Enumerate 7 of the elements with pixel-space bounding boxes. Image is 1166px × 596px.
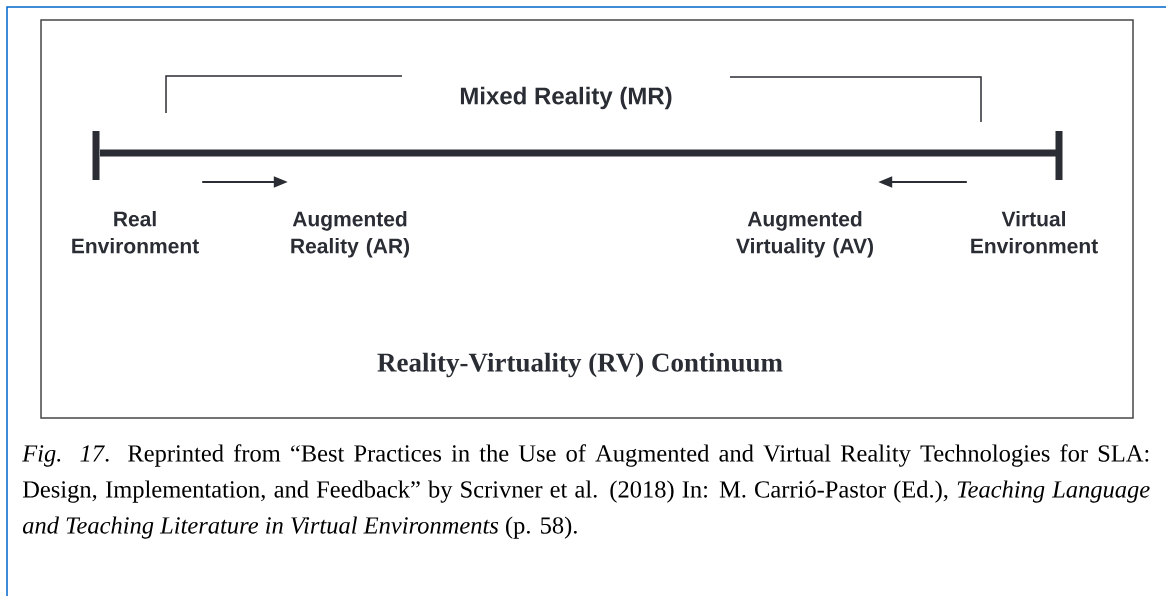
scale-label: Augmented Virtuality (AV)	[736, 211, 873, 258]
scale-label: Virtual Environment	[971, 211, 1098, 254]
caption: Fig. 17. Reprinted from “Best Practices in the Use of Augmented and Virtual Reality Technologies for SLA: Design, Implementation, and Feedback” by Scrivner et al. (2018) In: M. Carrió-Pastor (Ed.), Teaching Language and Teaching Literature in Virtual Environments (p. 58).	[22, 444, 1150, 539]
bracket-label: Mixed Reality (MR)	[460, 86, 672, 110]
scale-title: Reality-Virtuality (RV) Continuum	[377, 352, 783, 378]
scale-label: Augmented Reality (AR)	[291, 211, 410, 258]
scale-label: Real Environment	[72, 211, 199, 254]
